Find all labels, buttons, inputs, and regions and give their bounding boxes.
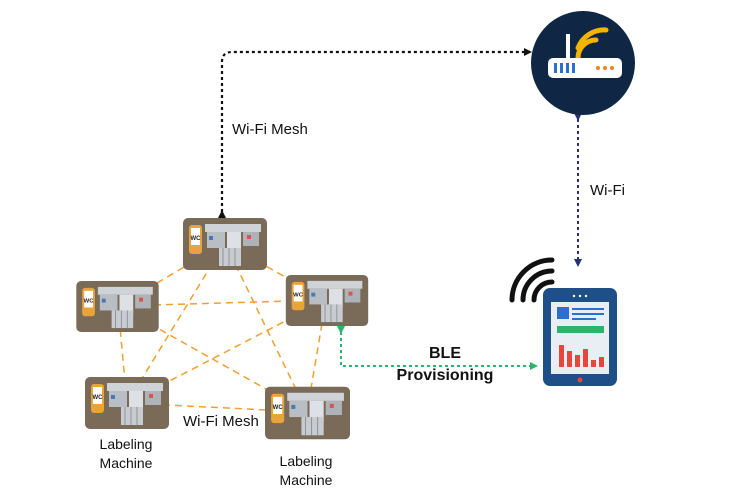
wifi-router-icon xyxy=(531,11,635,115)
mesh-bottom-label: Wi-Fi Mesh xyxy=(183,413,259,430)
tablet-dashboard-icon xyxy=(543,288,617,386)
mesh-top-label: Wi-Fi Mesh xyxy=(232,121,308,138)
machine-label-left-line2: Machine xyxy=(99,455,153,471)
machine-label-right-line2: Machine xyxy=(279,472,333,488)
machine-label-left: Labeling Machine xyxy=(76,435,176,473)
ble-label-line2: Provisioning xyxy=(396,367,494,384)
labeling-machine-icon xyxy=(285,275,369,326)
labeling-machine-icon xyxy=(84,377,170,429)
machine-label-left-line1: Labeling xyxy=(99,436,153,452)
mesh-link xyxy=(224,242,308,413)
labeling-machine-icon xyxy=(183,218,267,270)
mesh-link xyxy=(117,242,226,307)
labeling-machine-icon xyxy=(75,281,160,332)
wifi-label: Wi-Fi xyxy=(590,182,625,199)
wifi-signal-icon xyxy=(509,257,555,303)
ble-link-arrow xyxy=(337,326,538,370)
ble-label-line1: BLE xyxy=(429,345,461,362)
machine-label-right: Labeling Machine xyxy=(256,452,356,490)
ble-provisioning-label: BLE Provisioning xyxy=(385,343,505,387)
mesh-link xyxy=(126,242,226,404)
mesh-uplink-arrow xyxy=(218,48,532,218)
labeling-machine-icon xyxy=(265,386,350,440)
machine-label-right-line1: Labeling xyxy=(279,453,333,469)
